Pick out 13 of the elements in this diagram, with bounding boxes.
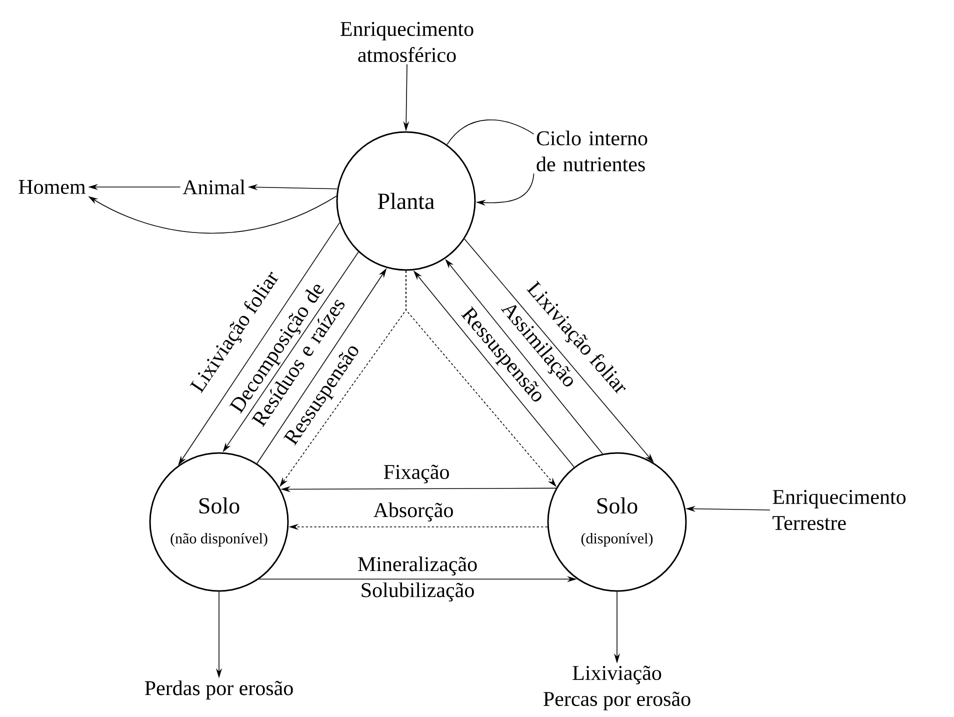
text-label: Perdas por erosão xyxy=(144,680,293,700)
circle-node: Solo (disponível) xyxy=(547,452,687,592)
circle-node: Solo (não disponível) xyxy=(149,452,289,592)
text-label: Homem xyxy=(18,180,86,194)
edge-label: Absorção xyxy=(373,502,453,522)
circle-node: Planta xyxy=(336,131,476,271)
edge-label: Mineralização Solubilização xyxy=(358,556,477,602)
text-label: Lixiviação Percas por erosão xyxy=(544,666,690,710)
text-label: Animal xyxy=(182,180,246,194)
text-label: Ciclo interno de nutrientes xyxy=(536,130,648,172)
text-label: Enriquecimento atmosférico xyxy=(340,22,474,62)
edge-label: Fixação xyxy=(384,464,449,484)
text-label: Enriquecimento Terrestre xyxy=(772,490,906,530)
